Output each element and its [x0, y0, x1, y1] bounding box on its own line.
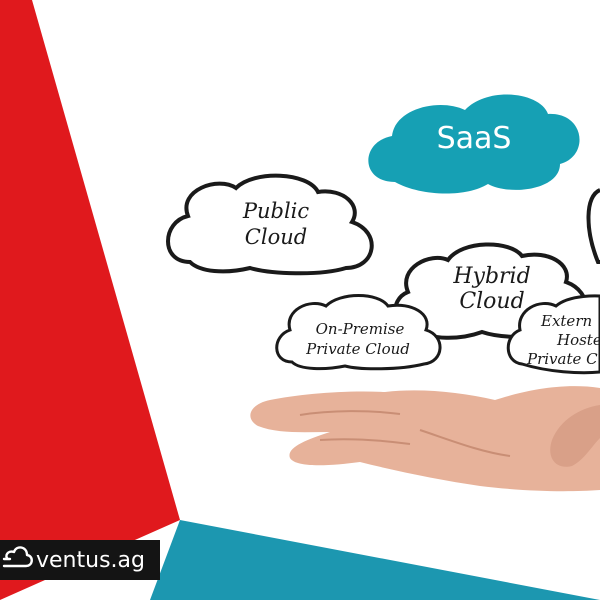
hand-thumb: [550, 405, 600, 467]
brand-name: ventus.ag: [36, 548, 145, 573]
partial-cloud-shape: [586, 188, 600, 264]
public-cloud-shape: [166, 173, 374, 276]
external-cloud-shape: [506, 294, 600, 375]
cloud-outline-icon: [2, 546, 33, 568]
logo-bar-background: [0, 540, 160, 580]
saas-cloud-label: SaaS: [437, 121, 512, 156]
onprem-cloud-line2: Private Cloud: [305, 340, 410, 358]
public-cloud-line1: Public: [242, 199, 310, 223]
hand-crease-3: [419, 429, 511, 457]
saas-cloud-shape: [368, 94, 580, 194]
red-diagonal-shape: [0, 0, 180, 600]
hybrid-cloud-line2: Cloud: [459, 289, 524, 314]
onprem-cloud-line1: On-Premise: [316, 320, 405, 338]
ventus-logo[interactable]: ventus.ag: [2, 546, 145, 573]
hand-crease-2: [319, 438, 411, 445]
public-cloud-line2: Cloud: [245, 225, 307, 249]
hand-palm: [250, 386, 600, 492]
teal-bottom-shape: [150, 520, 600, 600]
open-hand-illustration: [250, 386, 600, 492]
external-cloud-line3: Private C: [526, 350, 598, 368]
hand-crease-1: [299, 410, 401, 416]
hybrid-cloud-line1: Hybrid: [452, 264, 530, 289]
external-cloud-line2: Hoste: [556, 331, 600, 349]
external-cloud-line1: Extern: [540, 312, 592, 330]
onprem-cloud-shape: [275, 294, 442, 371]
